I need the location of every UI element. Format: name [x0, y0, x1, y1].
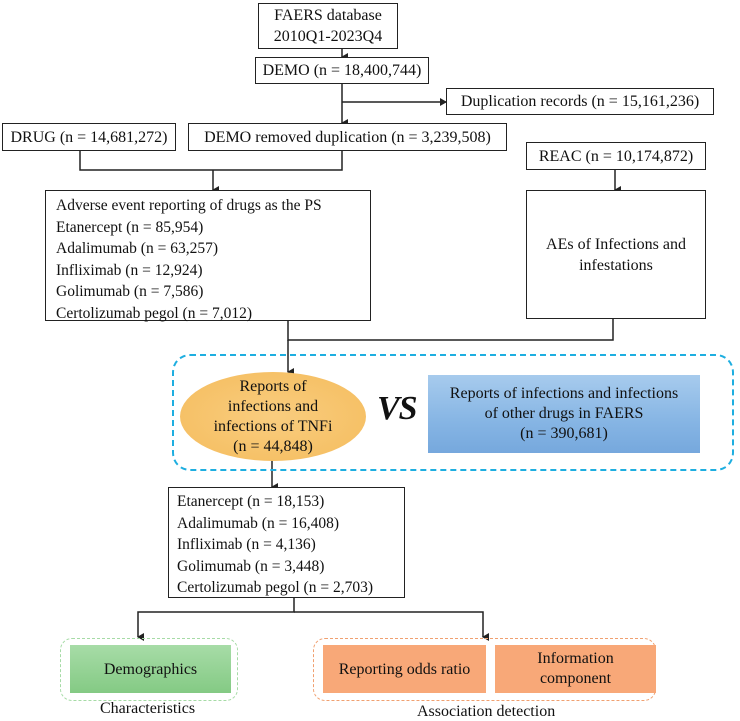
ps-reports-title: Adverse event reporting of drugs as the … — [56, 197, 322, 214]
drug-label: DRUG (n = 14,681,272) — [10, 128, 168, 146]
demo-label: DEMO (n = 18,400,744) — [262, 62, 422, 79]
breakdown-item: Etanercept (n = 18,153) — [177, 493, 325, 510]
other-line: Reports of infections and infections — [449, 385, 679, 402]
ic-box: Information component — [495, 645, 656, 693]
split-analyses-right — [294, 611, 489, 641]
tnfi-reports-ellipse: Reports of infections and infections of … — [180, 372, 366, 461]
characteristics-caption: Characteristics — [100, 700, 196, 717]
faers-title: FAERS database — [274, 7, 382, 24]
aes-infections-box: AEs of Infections and infestations — [526, 190, 706, 319]
tnfi-line: infections and — [227, 397, 319, 415]
other-drugs-reports-box: Reports of infections and infections of … — [428, 375, 700, 453]
merge-drug-demo — [79, 150, 343, 171]
characteristics-group — [60, 638, 238, 701]
faers-database-box: FAERS database 2010Q1-2023Q4 — [258, 3, 398, 49]
ror-label: Reporting odds ratio — [338, 660, 471, 678]
faers-period: 2010Q1-2023Q4 — [273, 28, 383, 45]
breakdown-item: Certolizumab pegol (n = 2,703) — [177, 579, 373, 596]
ps-report-item: Certolizumab pegol (n = 7,012) — [56, 304, 252, 322]
ic-line: component — [539, 670, 612, 687]
aes-line-2: infestations — [579, 256, 653, 274]
duplication-label: Duplication records (n = 15,161,236) — [460, 93, 700, 110]
association-caption: Association detection — [417, 703, 556, 720]
demo-removed-box: DEMO removed duplication (n = 3,239,508) — [188, 123, 507, 151]
ic-line: Information — [537, 650, 614, 667]
tnfi-line: Reports of — [239, 377, 307, 395]
ps-reports-box: Adverse event reporting of drugs as the … — [45, 190, 371, 322]
ps-report-item: Infliximab (n = 12,924) — [56, 261, 203, 279]
ps-report-item: Adalimumab (n = 63,257) — [56, 240, 218, 257]
split-analyses — [137, 597, 295, 641]
tnfi-breakdown-box: Etanercept (n = 18,153) Adalimumab (n = … — [168, 487, 405, 598]
aes-line-1: AEs of Infections and — [546, 235, 686, 253]
breakdown-item: Infliximab (n = 4,136) — [177, 536, 316, 553]
tnfi-line: (n = 44,848) — [233, 437, 313, 455]
ror-box: Reporting odds ratio — [323, 645, 486, 693]
comparison-group — [172, 354, 734, 471]
duplication-records-box: Duplication records (n = 15,161,236) — [446, 88, 714, 115]
breakdown-item: Adalimumab (n = 16,408) — [177, 514, 339, 532]
tnfi-line: infections of TNFi — [213, 417, 333, 435]
ps-report-item: Golimumab (n = 7,586) — [56, 283, 204, 300]
demo-removed-label: DEMO removed duplication (n = 3,239,508) — [204, 128, 491, 146]
drug-box: DRUG (n = 14,681,272) — [2, 123, 176, 151]
demographics-label: Demographics — [103, 660, 198, 678]
breakdown-item: Golimumab (n = 3,448) — [177, 557, 325, 575]
other-line: of other drugs in FAERS — [484, 405, 644, 422]
demo-box: DEMO (n = 18,400,744) — [255, 57, 429, 84]
reac-box: REAC (n = 10,174,872) — [526, 142, 706, 170]
reac-label: REAC (n = 10,174,872) — [538, 147, 694, 165]
demographics-box: Demographics — [70, 645, 231, 693]
ps-report-item: Etanercept (n = 85,954) — [56, 218, 204, 236]
vs-label: VS — [377, 390, 418, 427]
other-line: (n = 390,681) — [520, 425, 608, 442]
